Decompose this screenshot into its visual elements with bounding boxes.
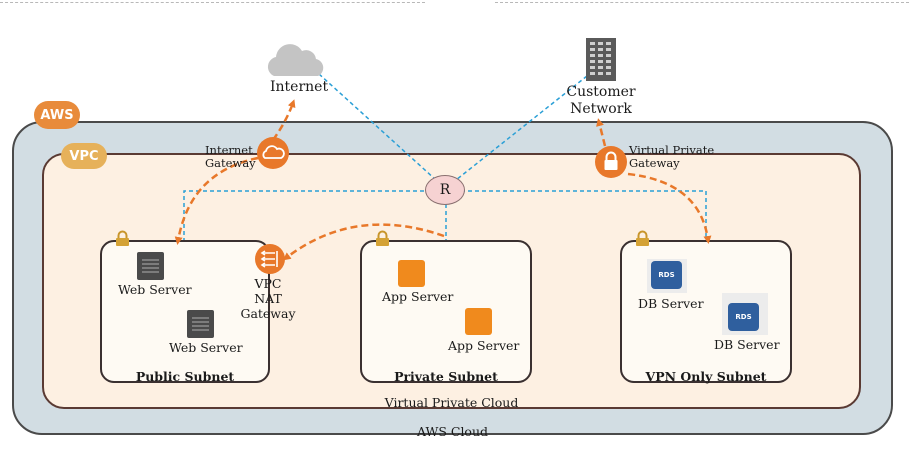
app-server-icon <box>465 308 492 335</box>
cloud-icon <box>267 44 324 76</box>
internet-gateway-icon <box>257 137 289 169</box>
vpn-gateway-lock-icon <box>595 146 627 178</box>
igw-public-arrow <box>174 156 259 245</box>
server-icon <box>137 252 164 280</box>
vgw-vpn-arrow <box>627 172 712 244</box>
aws-badge: AWS <box>34 101 80 129</box>
db-server-label: DB Server <box>714 337 780 352</box>
customer-network-label: Customer Network <box>566 84 636 117</box>
private-subnet <box>360 240 532 383</box>
vpn-only-subnet-title: VPN Only Subnet <box>645 369 767 384</box>
top-rule-left <box>0 2 425 3</box>
igw-internet-arrow <box>271 99 296 141</box>
building-icon <box>586 38 616 81</box>
vpc-nat-gateway-label: VPC NAT Gateway <box>240 276 296 321</box>
vpc-badge: VPC <box>61 143 107 169</box>
lock-icon <box>636 230 649 246</box>
top-rule-right <box>495 2 909 3</box>
app-server-label: App Server <box>382 289 454 304</box>
web-server-label: Web Server <box>169 340 243 355</box>
router-internet-link <box>318 73 437 181</box>
private-nat-arrow <box>282 223 445 261</box>
app-server-icon <box>398 260 425 287</box>
internet-gateway-label: Internet Gateway <box>205 143 256 170</box>
rds-icon: RDS <box>651 261 682 289</box>
vgw-customer-arrow <box>596 118 607 147</box>
aws-cloud-label: AWS Cloud <box>416 424 489 439</box>
internet-label: Internet <box>270 79 329 95</box>
private-subnet-title: Private Subnet <box>394 369 498 384</box>
lock-icon <box>116 230 129 246</box>
virtual-private-cloud-label: Virtual Private Cloud <box>384 395 519 410</box>
virtual-private-gateway-label: Virtual Private Gateway <box>629 143 715 170</box>
web-server-label: Web Server <box>118 282 192 297</box>
router-icon: R <box>425 175 465 205</box>
public-subnet-title: Public Subnet <box>135 369 235 384</box>
router-vpn-link <box>461 190 707 240</box>
public-subnet <box>100 240 270 383</box>
router-public-link <box>183 190 431 240</box>
db-server-label: DB Server <box>638 296 704 311</box>
server-icon <box>187 310 214 338</box>
rds-icon: RDS <box>728 303 759 331</box>
nat-gateway-icon <box>255 244 285 274</box>
lock-icon <box>376 230 389 246</box>
app-server-label: App Server <box>448 338 520 353</box>
